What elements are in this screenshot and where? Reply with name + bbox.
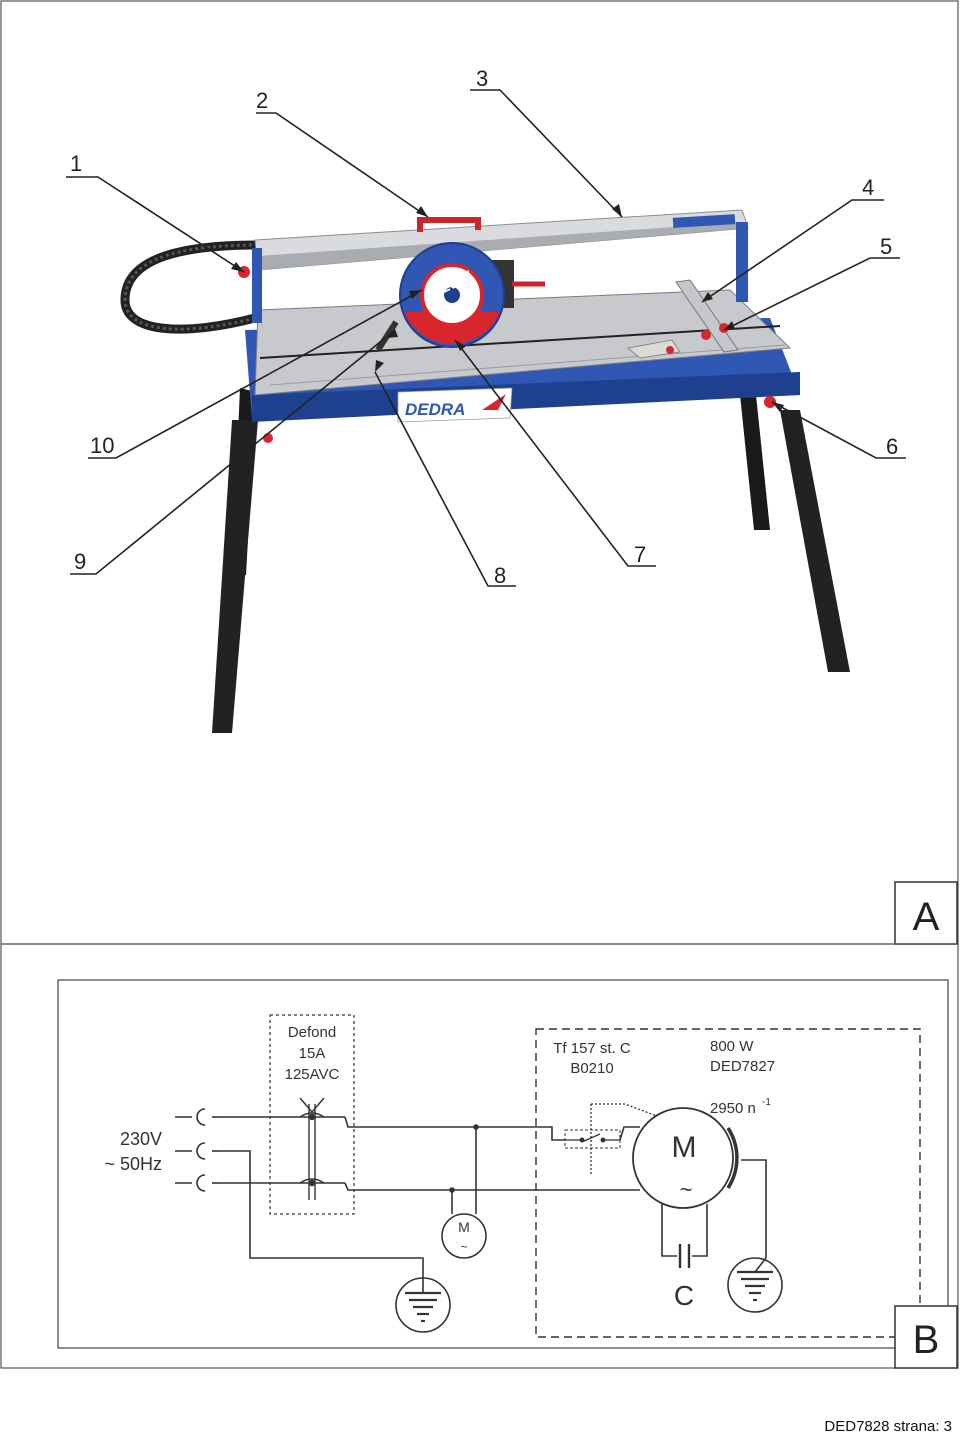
rail-support-right xyxy=(736,222,748,302)
motor-speed: 2950 n xyxy=(710,1100,756,1117)
brand-logo: DEDRA xyxy=(405,400,465,419)
pump-motor-symbol xyxy=(441,1213,487,1259)
power-switch: Defond 15A 125AVC xyxy=(269,1014,355,1215)
motor-ground-icon xyxy=(727,1257,783,1313)
leg-front-left xyxy=(212,420,258,733)
guide-pusher xyxy=(626,339,681,359)
callout-7: 7 xyxy=(634,542,646,567)
page-footer: DED7828 strana: 3 xyxy=(824,1418,952,1435)
motor-power: 800 W xyxy=(710,1038,754,1055)
callout-lines xyxy=(66,89,906,587)
power-cable xyxy=(120,240,263,334)
switch-rating: 125AVC xyxy=(285,1066,340,1083)
wiring xyxy=(222,1116,767,1278)
panel-a-label-box: A xyxy=(894,881,958,945)
supply-frequency: ~ 50Hz xyxy=(104,1154,162,1174)
callout-3: 3 xyxy=(476,66,488,91)
logo-plate xyxy=(397,387,513,423)
table-slot xyxy=(259,325,781,359)
panel-b: 230V ~ 50Hz Defond 15A 12 xyxy=(0,943,959,1369)
capacitor-label: C xyxy=(674,1280,694,1311)
pump-motor: M ~ xyxy=(441,1213,487,1259)
ground-icon xyxy=(395,1277,451,1333)
callout-9: 9 xyxy=(74,549,86,574)
motor-speed-exponent: -1 xyxy=(762,1097,771,1108)
panel-a: DEDRA 2001 xyxy=(0,0,959,945)
motor-model: DED7827 xyxy=(710,1058,775,1075)
callout-8: 8 xyxy=(494,563,506,588)
callout-5: 5 xyxy=(880,234,892,259)
callout-1: 1 xyxy=(70,151,82,176)
callout-2: 2 xyxy=(256,88,268,113)
tile-saw-illustration: DEDRA 2001 xyxy=(120,209,850,733)
supply-terminals xyxy=(175,1108,222,1192)
callout-10: 10 xyxy=(90,433,114,458)
panel-b-frame xyxy=(0,943,959,1369)
main-motor-letter: M xyxy=(672,1131,697,1164)
angle-fence xyxy=(675,279,739,353)
panel-b-label: B xyxy=(913,1318,940,1362)
thermal-fuse-code: B0210 xyxy=(570,1060,613,1077)
supply-voltage: 230V xyxy=(120,1129,162,1149)
carry-handle xyxy=(417,217,481,232)
schematic-frame xyxy=(57,979,949,1349)
callout-6: 6 xyxy=(886,434,898,459)
leg-front-right xyxy=(780,410,850,672)
pump-motor-letter: M xyxy=(458,1219,470,1235)
main-motor: M ~ xyxy=(632,1107,739,1209)
main-motor-tilde: ~ xyxy=(680,1177,693,1202)
switch-outline xyxy=(269,1014,355,1215)
thermal-fuse-rating: Tf 157 st. C xyxy=(553,1040,631,1057)
main-motor-symbol xyxy=(632,1107,734,1209)
pump-motor-tilde: ~ xyxy=(460,1240,467,1254)
switch-current: 15A xyxy=(299,1045,326,1062)
callout-4: 4 xyxy=(862,175,874,200)
switch-brand: Defond xyxy=(288,1024,336,1041)
panel-a-label: A xyxy=(913,895,940,939)
leg-back-right xyxy=(740,395,770,530)
motor-enclosure xyxy=(535,1028,921,1338)
panel-b-label-box: B xyxy=(894,1305,958,1369)
callout-heads xyxy=(231,204,784,412)
panel-a-frame xyxy=(0,0,959,945)
rail-support-left xyxy=(252,248,262,323)
diamond-blade xyxy=(404,312,500,345)
